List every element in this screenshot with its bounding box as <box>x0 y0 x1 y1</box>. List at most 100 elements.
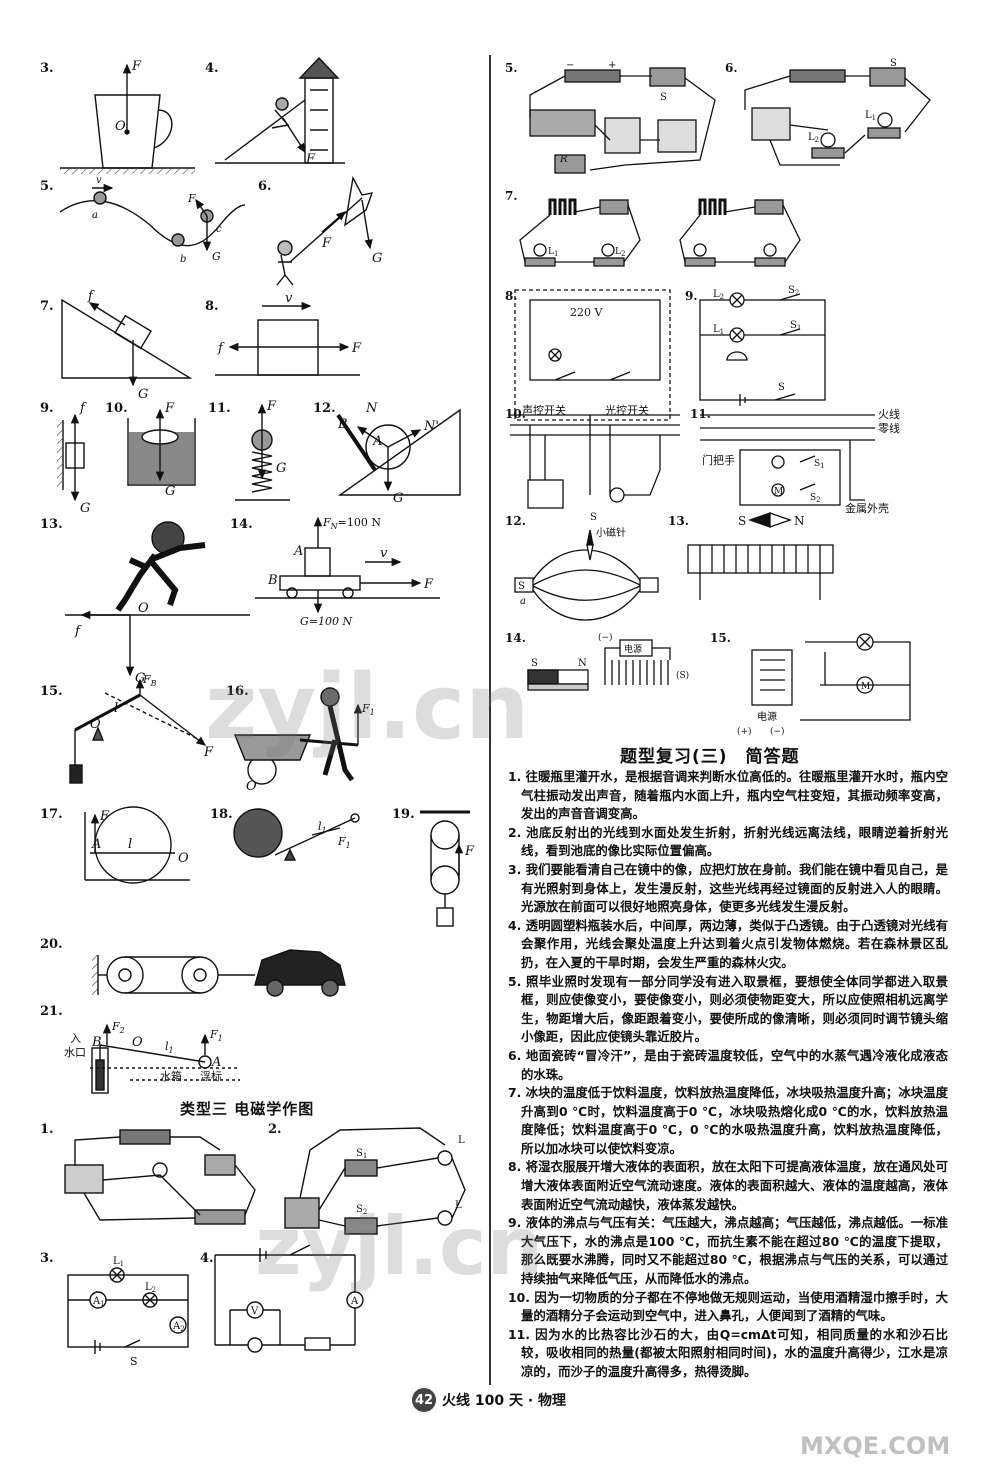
fig14-G: G=100 N <box>300 615 352 628</box>
watermark-main: zyjl.cn <box>205 655 530 760</box>
e3-A2: A2 <box>172 1321 185 1333</box>
r11-S2: S2 <box>810 493 821 504</box>
fig19-pulleys <box>420 810 470 927</box>
fig-e4-schematic <box>214 1244 364 1353</box>
fig10-num: 10. <box>105 401 128 416</box>
fig11-G: G <box>276 461 286 476</box>
fig-e1-circuit <box>64 1129 256 1225</box>
fig13-G: G <box>135 671 145 686</box>
r11-num: 11. <box>690 407 711 421</box>
e2-L2: L <box>455 1200 462 1211</box>
fig4-F: F <box>305 152 316 167</box>
r13-N: N <box>794 514 805 528</box>
r14-minus: (−) <box>598 632 613 643</box>
fig14-v: v <box>380 546 388 561</box>
fig-e2-circuit <box>284 1127 466 1235</box>
r11-live: 火线 <box>878 407 900 421</box>
answer-list: 1. 往暖瓶里灌开水，是根据音调来判断水位高低的。往暖瓶里灌开水时，瓶内空气柱振… <box>508 768 948 1382</box>
r8-num: 8. <box>505 289 518 303</box>
fig-r12-field <box>514 529 659 621</box>
e3-S: S <box>130 1355 138 1368</box>
fig9-wall <box>57 413 85 502</box>
fig21-B: B <box>91 1035 102 1050</box>
fig11-spring <box>235 403 290 501</box>
fig3-O: O <box>115 119 126 134</box>
r14-Sp: (S) <box>676 670 689 681</box>
fig21-inlet: 入 <box>70 1032 81 1045</box>
r14-S: S <box>531 658 538 669</box>
fig21-float: 浮标 <box>200 1069 222 1083</box>
fig21-inlet2: 水口 <box>64 1046 86 1059</box>
r5-plus: + <box>608 60 616 71</box>
r12-num: 12. <box>505 514 526 528</box>
fig18-earth-lever <box>233 808 360 861</box>
page-number: 42 <box>412 1388 436 1412</box>
fig15-lever <box>69 678 207 784</box>
fig15-F: F <box>203 745 214 760</box>
fig21-l1: l1 <box>165 1040 174 1055</box>
fig9-G: G <box>80 501 90 516</box>
fig-r10-wiring <box>510 414 680 509</box>
fig5-num: 5. <box>40 179 54 194</box>
r9-S2: S2 <box>788 285 799 297</box>
fig3-cup <box>60 63 195 174</box>
fig16-O: O <box>246 779 257 794</box>
fig8-v: v <box>285 291 293 306</box>
e3-L1: L1 <box>113 1256 124 1268</box>
r9-L2: L2 <box>713 289 724 301</box>
fig4-num: 4. <box>205 61 219 76</box>
fig-r9-circuit <box>699 292 826 406</box>
fig21-O: O <box>132 1035 143 1050</box>
answer-item: 10. 因为一切物质的分子都在不停地做无规则运动，当使用酒精湿巾擦手时，大量的酒… <box>508 1289 948 1324</box>
fig-r13-solenoid <box>687 512 834 600</box>
fig17-l: l <box>128 837 132 852</box>
r11-M: M <box>774 487 783 497</box>
r15-power: 电源 <box>757 710 777 723</box>
fig19-num: 19. <box>392 807 415 822</box>
page-footer: 42 火线 100 天 · 物理 <box>412 1388 566 1412</box>
fig5-v: v <box>96 175 102 186</box>
e2-num: 2. <box>268 1122 282 1137</box>
r9-S1: S1 <box>790 320 801 332</box>
fig8-block <box>215 301 360 376</box>
fig7-G: G <box>138 387 148 402</box>
fig15-Fb: FB <box>142 673 157 688</box>
r15-M: M <box>861 682 870 692</box>
r12-a: a <box>520 596 526 607</box>
answer-item: 7. 冰块的温度低于饮料温度，饮料放热温度降低，冰块吸热温度升高；冰块温度升高到… <box>508 1085 948 1156</box>
fig21-tank-lever <box>90 1023 240 1094</box>
fig12-num: 12. <box>313 401 336 416</box>
r5-minus: − <box>566 60 574 71</box>
fig13-O: O <box>138 601 149 616</box>
e4-A: A <box>350 1296 359 1307</box>
r13-S: S <box>738 514 746 528</box>
r5-num: 5. <box>505 61 518 75</box>
fig5-a: a <box>92 210 98 221</box>
e2-L1: L <box>458 1135 465 1146</box>
fig14-F: F <box>423 577 434 592</box>
r13-num: 13. <box>668 514 689 528</box>
fig-r11-wiring <box>700 414 875 506</box>
fig10-beaker <box>127 408 196 486</box>
fig5-F: F <box>187 192 196 205</box>
r8-sound-switch: 声控开关 <box>522 403 566 417</box>
fig16-wheelbarrow <box>233 687 363 785</box>
r11-handle: 门把手 <box>702 453 735 467</box>
fig15-l: l <box>114 701 118 716</box>
e4-V: V <box>250 1306 259 1317</box>
r6-S: S <box>890 58 897 69</box>
r6-L1: L1 <box>865 110 876 122</box>
fig6-num: 6. <box>258 179 272 194</box>
fig15-num: 15. <box>40 684 63 699</box>
r11-S1: S1 <box>814 459 825 470</box>
answer-item: 9. 液体的沸点与气压有关：气压越大，沸点越高；气压越低，沸点越低。一标准大气压… <box>508 1215 948 1287</box>
section-short-answer-title: 题型复习(三) 简答题 <box>620 747 800 767</box>
r6-num: 6. <box>725 61 738 75</box>
fig7-f: f <box>87 289 95 304</box>
fig7-num: 7. <box>40 299 54 314</box>
fig12-ball-incline <box>336 408 461 496</box>
fig12-B: B <box>337 417 348 432</box>
fig14-Fn: FN=100 N <box>322 516 381 531</box>
fig13-f: f <box>74 624 82 639</box>
